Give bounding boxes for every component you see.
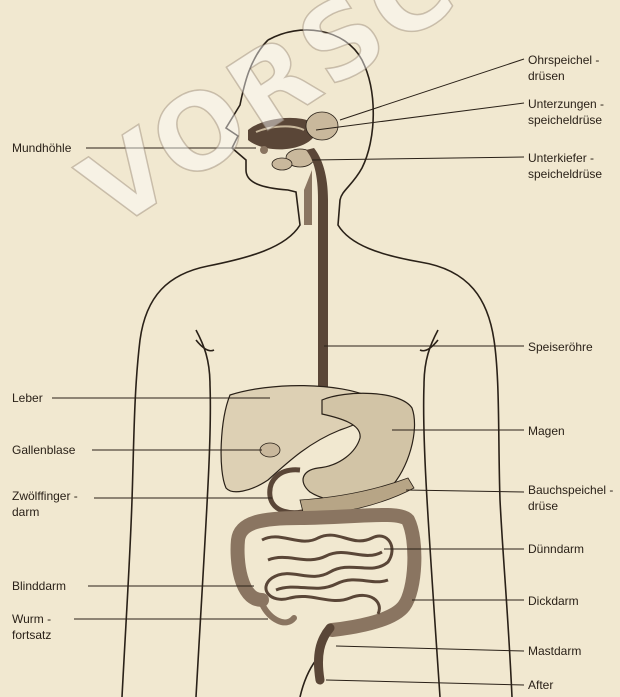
label-wurm-1: Wurm - bbox=[12, 611, 51, 627]
esophagus bbox=[304, 148, 328, 395]
gallbladder bbox=[260, 443, 280, 457]
label-unterzungen-1: Unterzungen - bbox=[528, 96, 604, 112]
label-duenndarm: Dünndarm bbox=[528, 541, 584, 557]
label-mastdarm: Mastdarm bbox=[528, 643, 581, 659]
label-mundhoehle: Mundhöhle bbox=[12, 140, 71, 156]
label-speiseroehre: Speiseröhre bbox=[528, 339, 593, 355]
label-bauch-2: drüse bbox=[528, 498, 558, 514]
label-zwoelffinger-2: darm bbox=[12, 504, 39, 520]
label-ohr-2: drüsen bbox=[528, 68, 565, 84]
label-unterkiefer-1: Unterkiefer - bbox=[528, 150, 594, 166]
label-wurm-2: fortsatz bbox=[12, 627, 51, 643]
label-after: After bbox=[528, 677, 553, 693]
label-blinddarm: Blinddarm bbox=[12, 578, 66, 594]
label-ohr-1: Ohrspeichel - bbox=[528, 52, 599, 68]
label-leber: Leber bbox=[12, 390, 43, 406]
label-unterkiefer-2: speicheldrüse bbox=[528, 166, 602, 182]
rectum bbox=[318, 628, 330, 680]
small-intestine bbox=[262, 535, 392, 614]
label-zwoelffinger-1: Zwölffinger - bbox=[12, 488, 78, 504]
label-unterzungen-2: speicheldrüse bbox=[528, 112, 602, 128]
label-magen: Magen bbox=[528, 423, 565, 439]
appendix bbox=[262, 604, 294, 622]
label-bauch-1: Bauchspeichel - bbox=[528, 482, 613, 498]
label-gallenblase: Gallenblase bbox=[12, 442, 75, 458]
label-dickdarm: Dickdarm bbox=[528, 593, 579, 609]
